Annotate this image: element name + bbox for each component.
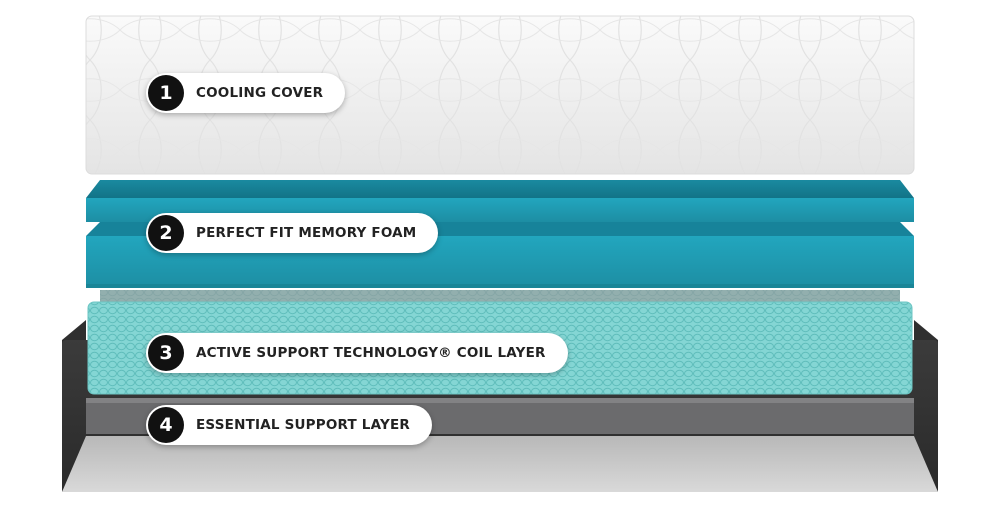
layer-callout-cooling-cover: 1 COOLING COVER (146, 73, 346, 113)
layer-callout-support-layer: 4 ESSENTIAL SUPPORT LAYER (146, 405, 432, 445)
layer-label: ESSENTIAL SUPPORT LAYER (196, 417, 410, 433)
layer-callout-coil-layer: 3 ACTIVE SUPPORT TECHNOLOGY® COIL LAYER (146, 333, 568, 373)
layer-callout-memory-foam: 2 PERFECT FIT MEMORY FOAM (146, 213, 439, 253)
layer-label: COOLING COVER (196, 85, 324, 101)
layer-number-badge: 4 (148, 407, 184, 443)
layer-number-badge: 1 (148, 75, 184, 111)
layer-label: PERFECT FIT MEMORY FOAM (196, 225, 417, 241)
layer-number-badge: 2 (148, 215, 184, 251)
layer-label: ACTIVE SUPPORT TECHNOLOGY® COIL LAYER (196, 345, 546, 361)
layer-number-badge: 3 (148, 335, 184, 371)
